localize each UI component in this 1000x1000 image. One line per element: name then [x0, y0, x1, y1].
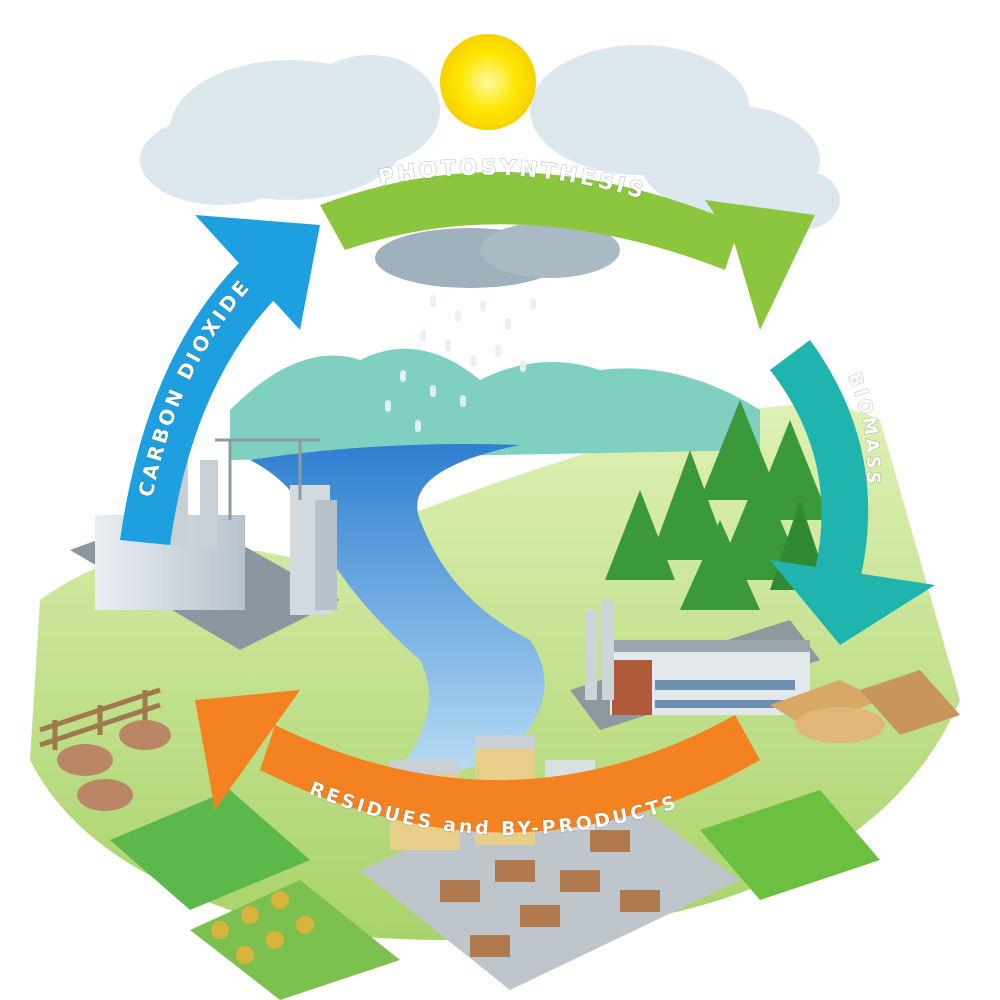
cows: [57, 720, 171, 811]
wood-logs: [770, 670, 960, 743]
carbon-dioxide-arrow: [120, 215, 320, 545]
rain-cloud: [375, 222, 620, 288]
power-plant: [70, 438, 340, 650]
cloud-right: [530, 45, 840, 230]
fence: [39, 687, 161, 750]
biomass-arrow: [770, 340, 935, 645]
crop-fields: [110, 790, 880, 1000]
cloud-left: [140, 55, 440, 205]
photosynthesis-arrow: [320, 171, 815, 330]
mountains: [230, 348, 760, 460]
residues-arrow: [195, 690, 760, 833]
forest: [605, 400, 830, 610]
sun: [440, 34, 536, 130]
